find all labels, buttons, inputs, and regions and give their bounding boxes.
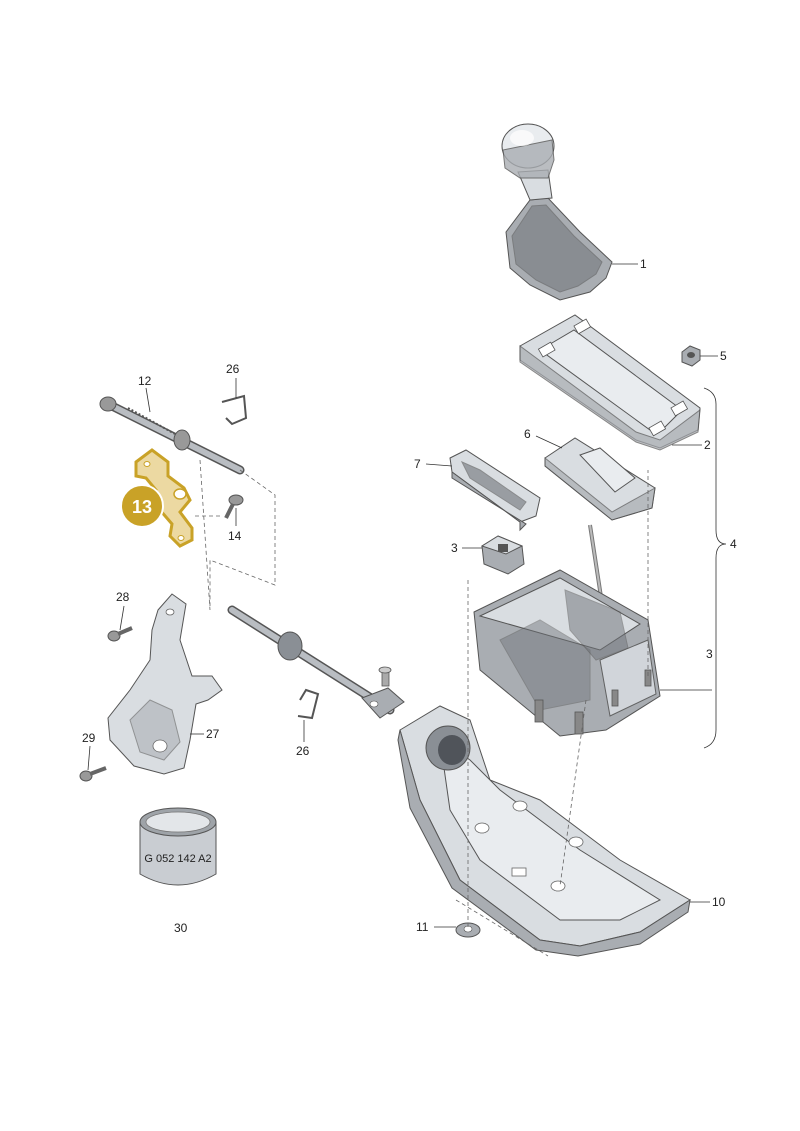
callout-3a: 3 xyxy=(451,541,458,555)
selector-cable[interactable] xyxy=(99,396,405,719)
callout-28: 28 xyxy=(116,590,130,604)
screw-part-29[interactable] xyxy=(79,766,107,782)
callout-26a: 26 xyxy=(226,362,240,376)
nut-part-5[interactable] xyxy=(681,345,701,367)
shifter-housing[interactable] xyxy=(473,524,661,737)
callout-7: 7 xyxy=(414,457,421,471)
callout-10: 10 xyxy=(712,895,726,909)
callout-4: 4 xyxy=(730,537,737,551)
callout-14: 14 xyxy=(228,529,242,543)
sleeve-marking: G 052 142 A2 xyxy=(144,853,211,865)
callout-29: 29 xyxy=(82,731,96,745)
base-plate[interactable] xyxy=(397,705,691,957)
slide-cover[interactable] xyxy=(544,437,656,521)
callout-6: 6 xyxy=(524,427,531,441)
callout-26b: 26 xyxy=(296,744,310,758)
shift-guide[interactable] xyxy=(449,449,541,532)
callout-11: 11 xyxy=(416,920,429,934)
callout-3b: 3 xyxy=(706,647,713,661)
callout-13-badge[interactable]: 13 xyxy=(120,484,164,528)
sleeve-part-30[interactable]: G 052 142 A2 xyxy=(139,807,217,886)
callout-13: 13 xyxy=(132,497,152,517)
leader-lines xyxy=(87,263,727,928)
clip-part-26-lower[interactable] xyxy=(297,688,320,720)
switch-module[interactable] xyxy=(480,535,525,575)
callout-labels: 1 2 3 3 4 5 6 7 10 11 12 14 26 26 27 28 … xyxy=(82,257,737,935)
callout-30: 30 xyxy=(174,921,188,935)
bolt-part-14[interactable] xyxy=(224,494,244,519)
callout-27: 27 xyxy=(206,727,220,741)
assembly-lines xyxy=(195,459,649,957)
gear-knob-with-boot[interactable] xyxy=(501,123,613,301)
shifter-frame[interactable] xyxy=(519,314,701,451)
screw-part-28[interactable] xyxy=(107,626,133,642)
callout-2: 2 xyxy=(704,438,711,452)
clip-part-11[interactable] xyxy=(455,922,481,938)
clip-part-26-upper[interactable] xyxy=(221,394,248,426)
support-bracket[interactable] xyxy=(107,593,223,775)
callout-5: 5 xyxy=(720,349,727,363)
callout-1: 1 xyxy=(640,257,647,271)
callout-12: 12 xyxy=(138,374,152,388)
